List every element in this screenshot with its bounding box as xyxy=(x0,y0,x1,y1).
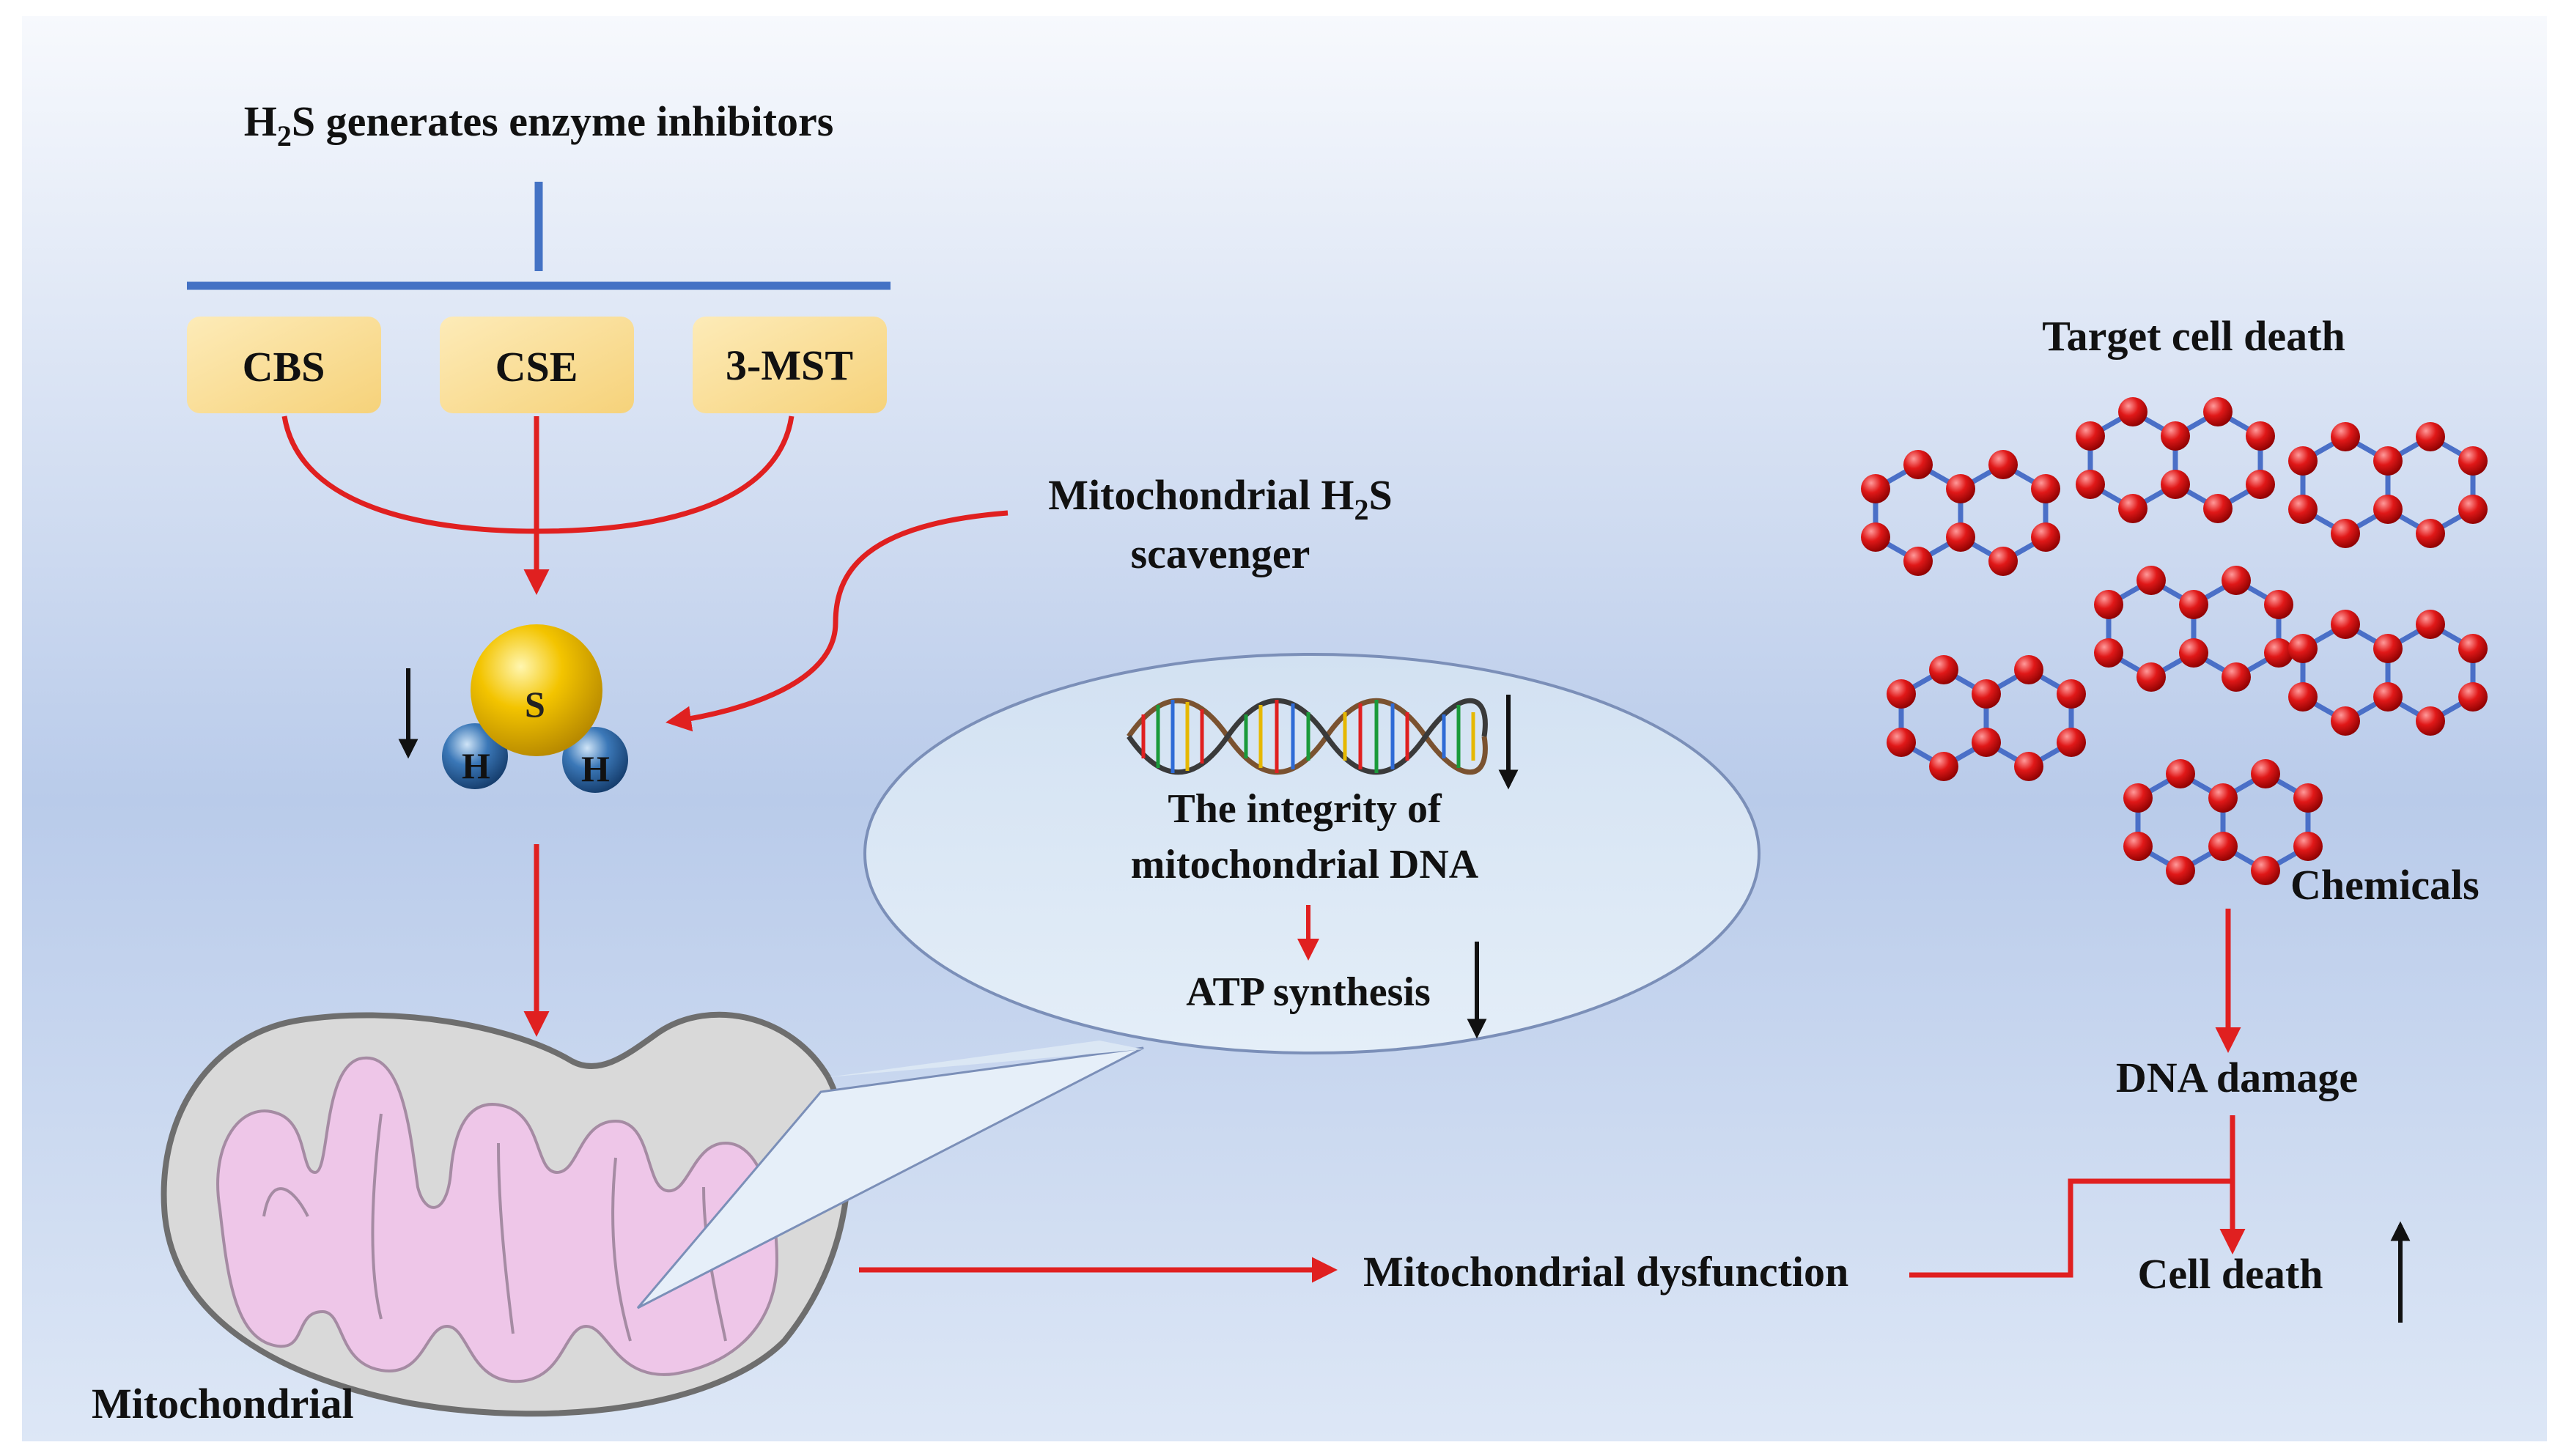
hydrogen-atom-label-right: H xyxy=(581,748,610,789)
sulfur-atom-label: S xyxy=(525,684,545,725)
speech-bubble xyxy=(636,653,1761,1309)
dna-helix-icon xyxy=(1127,698,1488,775)
chemical-molecule-icon xyxy=(2094,566,2293,692)
enzyme-label-cse: CSE xyxy=(495,343,578,391)
chemical-molecule-icon xyxy=(2288,610,2488,736)
dna-integrity-line2: mitochondrial DNA xyxy=(1131,842,1479,887)
enzyme-label-3mst: 3-MST xyxy=(726,341,853,389)
dna-integrity-line1: The integrity of xyxy=(1168,786,1442,832)
atp-synthesis-label: ATP synthesis xyxy=(1186,969,1430,1015)
chemical-molecule-icon xyxy=(2288,422,2488,548)
chemical-molecule-icon xyxy=(2076,397,2275,523)
chemical-molecules xyxy=(1861,397,2488,885)
h2s-molecule: S H H xyxy=(442,624,628,793)
mitochondrial-dysfunction-label: Mitochondrial dysfunction xyxy=(1363,1248,1848,1296)
dysfunction-to-cell-death-connector xyxy=(1909,1178,2233,1278)
chemical-molecule-icon xyxy=(1861,450,2060,576)
target-cell-death-title: Target cell death xyxy=(2042,312,2345,360)
enzyme-box-3mst: 3-MST xyxy=(693,317,887,413)
mitochondrion-label: Mitochondrial xyxy=(92,1380,354,1427)
mitochondrion xyxy=(161,1011,851,1417)
chemicals-label: Chemicals xyxy=(2290,861,2480,909)
enzyme-box-cse: CSE xyxy=(440,317,634,413)
chemical-molecule-icon xyxy=(1887,655,2086,781)
scavenger-arrow xyxy=(666,510,1009,732)
dna-damage-label: DNA damage xyxy=(2116,1054,2358,1101)
enzyme-inhibitors-title: H2S generates enzyme inhibitors xyxy=(244,97,834,152)
chemical-molecule-icon xyxy=(2123,759,2323,885)
hydrogen-atom-label-left: H xyxy=(462,745,490,786)
scavenger-label-line1: Mitochondrial H2S xyxy=(1048,471,1393,526)
enzyme-box-cbs: CBS xyxy=(187,317,381,413)
cell-death-label: Cell death xyxy=(2138,1250,2323,1298)
enzyme-label-cbs: CBS xyxy=(243,343,325,391)
scavenger-label-line2: scavenger xyxy=(1131,530,1310,577)
